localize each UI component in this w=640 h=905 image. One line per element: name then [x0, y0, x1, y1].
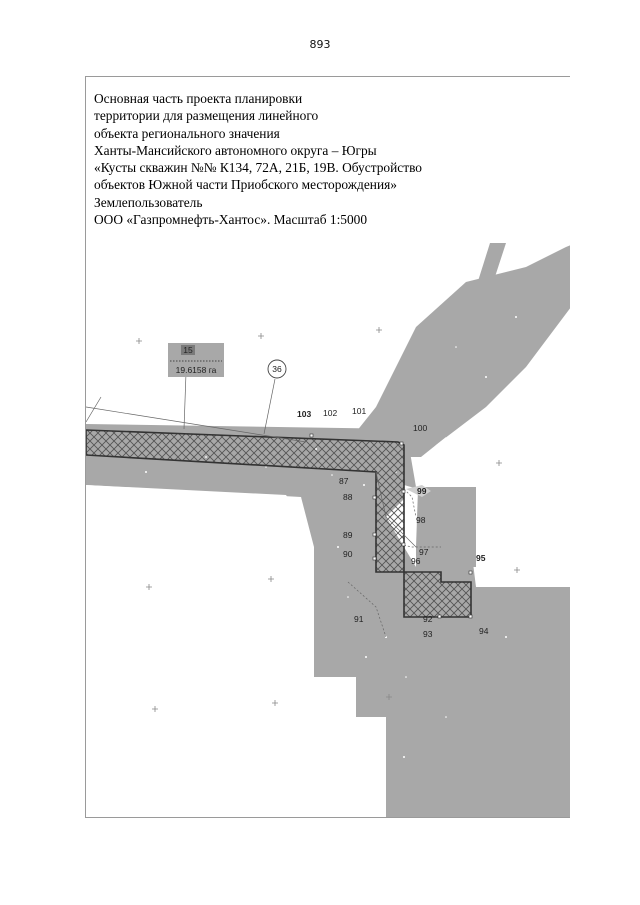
point-label-101: 101 — [352, 406, 366, 416]
cadastral-map: 15 19.6158 га 36 103 102 101 100 99 98 9… — [86, 243, 570, 817]
point-label-100: 100 — [413, 423, 427, 433]
point-label-93: 93 — [423, 629, 433, 639]
point-labels: 103 102 101 100 99 98 97 96 95 94 93 92 … — [297, 406, 489, 639]
title-line: объекта регионального значения — [94, 125, 280, 141]
title-line: Основная часть проекта планировки — [94, 91, 303, 106]
page-number: 893 — [309, 38, 331, 51]
boundary-lines — [86, 372, 441, 638]
point-label-97: 97 — [419, 547, 429, 557]
map-frame: Основная часть проекта планировки террит… — [85, 76, 570, 818]
parcel-label: 15 19.6158 га — [168, 343, 224, 377]
point-label-98: 98 — [416, 515, 426, 525]
point-label-95: 95 — [476, 553, 486, 563]
callout-number: 36 — [272, 364, 282, 374]
grid-crosshairs — [136, 327, 520, 712]
point-label-102: 102 — [323, 408, 337, 418]
point-label-88: 88 — [343, 492, 353, 502]
title-line: территории для размещения линейного — [94, 108, 319, 124]
parcel-callout: 36 — [267, 359, 287, 379]
parcel-area: 19.6158 га — [176, 365, 217, 375]
title-line: объектов Южной части Приобского месторож… — [94, 177, 397, 193]
point-label-96: 96 — [411, 556, 421, 566]
map-title-block: Основная часть проекта планировки террит… — [94, 90, 564, 228]
parcel-number: 15 — [183, 345, 193, 355]
point-label-87: 87 — [339, 476, 349, 486]
title-line: ООО «Газпромнефть-Хантос». Масштаб 1:500… — [94, 212, 368, 228]
point-label-103: 103 — [297, 409, 311, 419]
title-line: «Кусты скважин №№ К134, 72А, 21Б, 19В. О… — [94, 160, 422, 176]
point-label-89: 89 — [343, 530, 353, 540]
point-label-90: 90 — [343, 549, 353, 559]
gray-territory — [86, 243, 570, 817]
point-label-92: 92 — [423, 614, 433, 624]
title-line: Землепользователь — [94, 194, 203, 210]
point-label-94: 94 — [479, 626, 489, 636]
vertex-markers — [309, 433, 473, 619]
title-line: Ханты-Мансийского автономного округа – Ю… — [94, 142, 377, 158]
point-label-99: 99 — [417, 486, 427, 496]
point-label-91: 91 — [354, 614, 364, 624]
